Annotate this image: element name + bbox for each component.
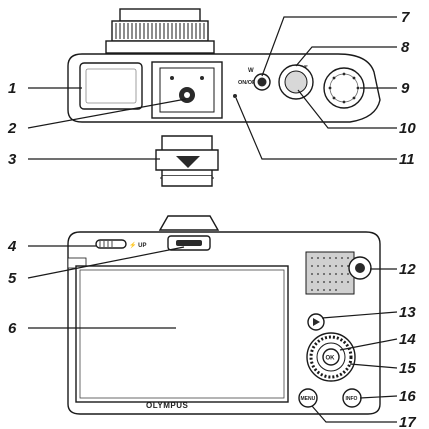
leader-lines [27, 16, 398, 423]
flash-up-label: ⚡ UP [129, 241, 146, 249]
lcd-monitor [75, 265, 289, 403]
callout-3: 3 [8, 151, 17, 168]
flash-switch[interactable] [95, 239, 127, 249]
lens-barrel [105, 8, 215, 54]
callout-5: 5 [8, 270, 17, 287]
menu-label: MENU [301, 396, 316, 402]
on-off-label: ON/OFF [238, 80, 259, 86]
built-in-flash [79, 62, 143, 110]
info-label: INFO [346, 396, 358, 402]
callout-2: 2 [7, 120, 17, 137]
callout-15: 15 [399, 360, 416, 377]
camera-top-view: ON/OFF W T [67, 8, 381, 123]
mode-dial-markings [328, 72, 360, 104]
menu-button[interactable] [298, 388, 318, 408]
callout-12: 12 [399, 261, 416, 278]
callout-4: 4 [7, 238, 17, 255]
callout-6: 6 [8, 320, 17, 337]
callout-9: 9 [401, 80, 410, 97]
callout-13: 13 [399, 304, 416, 321]
callout-14: 14 [399, 331, 416, 348]
callout-11: 11 [399, 151, 415, 168]
back-shoe [158, 215, 220, 231]
zoom-w-label: W [248, 68, 254, 74]
ok-label: OK [326, 356, 336, 362]
camera-back-view: ⚡ UP OLYMPUS OK MENU [67, 215, 381, 415]
shutter-button[interactable] [284, 70, 308, 94]
microphone [233, 94, 237, 98]
hot-shoe-cover [155, 135, 219, 187]
brand-logo: OLYMPUS [146, 401, 188, 410]
callout-7: 7 [401, 9, 410, 26]
callout-1: 1 [8, 80, 16, 97]
ok-button[interactable] [322, 348, 340, 366]
callout-10: 10 [399, 120, 416, 137]
callout-8: 8 [401, 39, 410, 56]
callout-labels: 1 2 3 4 5 6 7 8 9 10 11 12 13 14 15 16 1… [7, 9, 416, 429]
callout-16: 16 [399, 388, 416, 405]
callout-17: 17 [399, 414, 416, 429]
